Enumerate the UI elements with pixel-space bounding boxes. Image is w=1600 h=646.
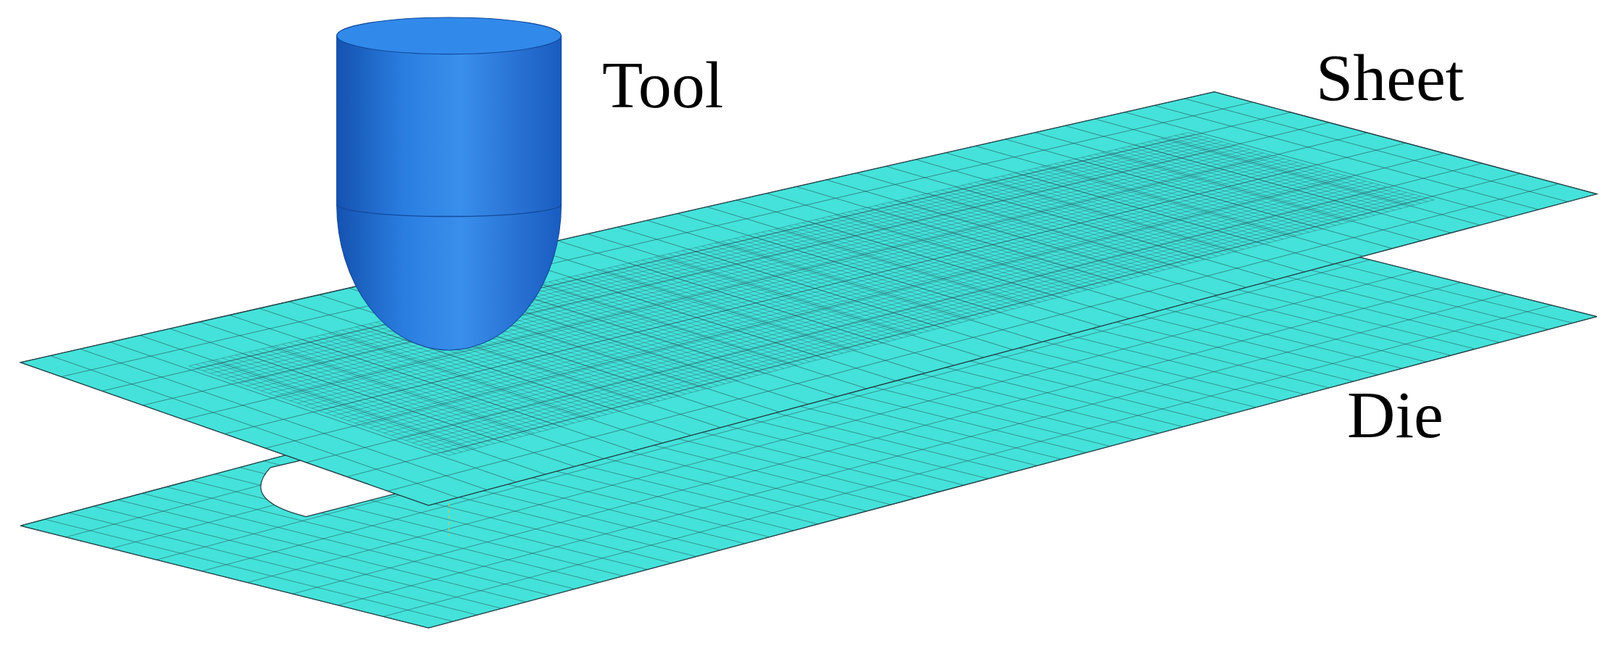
tool-band [336,204,562,217]
part-label: Sheet [1315,44,1464,111]
tool-punch [336,17,562,350]
tool-top [336,17,562,55]
part-label: Tool [602,51,724,119]
part-label: Die [1347,381,1444,448]
sheet-plate [20,92,1598,506]
mesh-lines [20,92,1598,506]
plate-surface [20,92,1598,506]
tool-body [336,35,562,350]
